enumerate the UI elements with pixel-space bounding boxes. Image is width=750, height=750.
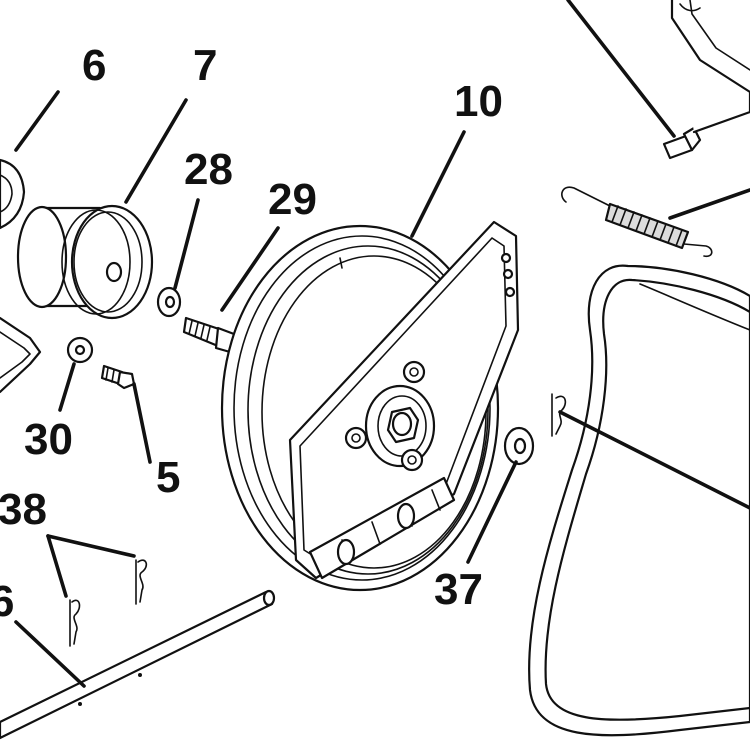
part-10-wheel-assembly	[220, 220, 520, 592]
part-7-pulley-hub	[16, 204, 154, 320]
leader-10	[410, 130, 466, 238]
leader-7	[124, 98, 188, 204]
leader-37	[466, 460, 518, 564]
part-30-washer	[66, 336, 94, 364]
part-5-screw	[100, 364, 136, 390]
v-belt	[528, 264, 750, 737]
leader-spring	[668, 188, 750, 220]
callout-28: 28	[184, 145, 233, 194]
callout-30: 30	[24, 415, 73, 464]
bracket-top-right	[670, 0, 750, 134]
callout-7: 7	[193, 41, 218, 90]
leader-lines	[14, 0, 750, 688]
callout-5: 5	[156, 453, 181, 502]
part-28-washer	[156, 286, 182, 318]
leader-36	[14, 620, 86, 688]
hub-nuts	[344, 360, 426, 472]
callout-38: 38	[0, 485, 47, 534]
part-36-rod	[0, 589, 276, 740]
leader-29	[220, 226, 280, 312]
leader-28	[173, 198, 200, 290]
leader-bolt-top	[566, 0, 676, 138]
leader-30	[58, 362, 76, 412]
part-38-hairpin-clips	[69, 559, 148, 647]
bracket-fragment-left	[0, 316, 42, 394]
part-6-disc	[0, 158, 26, 230]
leader-38-a	[46, 534, 136, 558]
leader-hairpin-right	[558, 410, 750, 510]
extension-spring	[561, 186, 713, 258]
hairpin-clip-right	[551, 393, 567, 437]
callout-10: 10	[454, 77, 503, 126]
part-37-washer	[503, 426, 535, 466]
callout-6: 6	[82, 41, 107, 90]
leader-5	[132, 382, 152, 464]
leader-38-b	[46, 534, 68, 598]
callout-29: 29	[268, 175, 317, 224]
callout-37: 37	[434, 565, 483, 614]
callout-36-partial: 6	[0, 577, 15, 626]
hex-bolt-top-right	[662, 126, 702, 160]
leader-6	[14, 90, 60, 152]
